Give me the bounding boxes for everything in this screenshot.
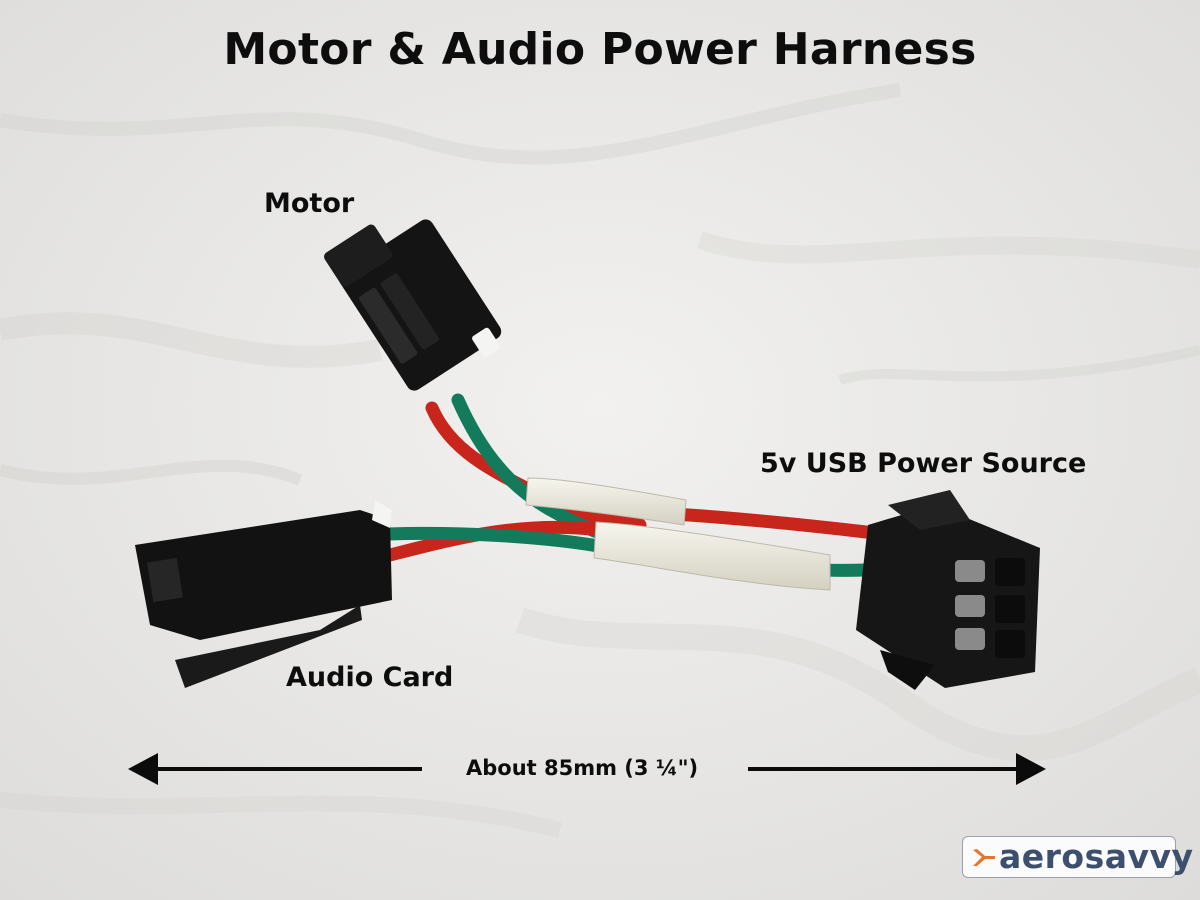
audio-card-label: Audio Card (286, 662, 454, 693)
right-arrowhead (1016, 753, 1046, 785)
logo-text: aerosavvy (999, 837, 1194, 876)
airplane-icon (973, 849, 995, 866)
audio-connector (135, 500, 392, 688)
heat-shrink-sleeves (525, 477, 831, 591)
audio-green-wire (381, 526, 617, 555)
heat-shrink-lower (593, 521, 831, 591)
dimension-arrow (128, 753, 1046, 785)
usb-power-label: 5v USB Power Source (760, 448, 1087, 479)
motor-label: Motor (264, 188, 355, 219)
motor-connector (324, 219, 502, 391)
page-title: Motor & Audio Power Harness (223, 24, 977, 75)
length-label: About 85mm (3 ¼") (466, 756, 699, 780)
usb-power-connector (856, 490, 1040, 690)
aerosavvy-logo: aerosavvy (962, 836, 1193, 878)
heat-shrink-upper (525, 477, 687, 526)
left-arrowhead (128, 753, 158, 785)
